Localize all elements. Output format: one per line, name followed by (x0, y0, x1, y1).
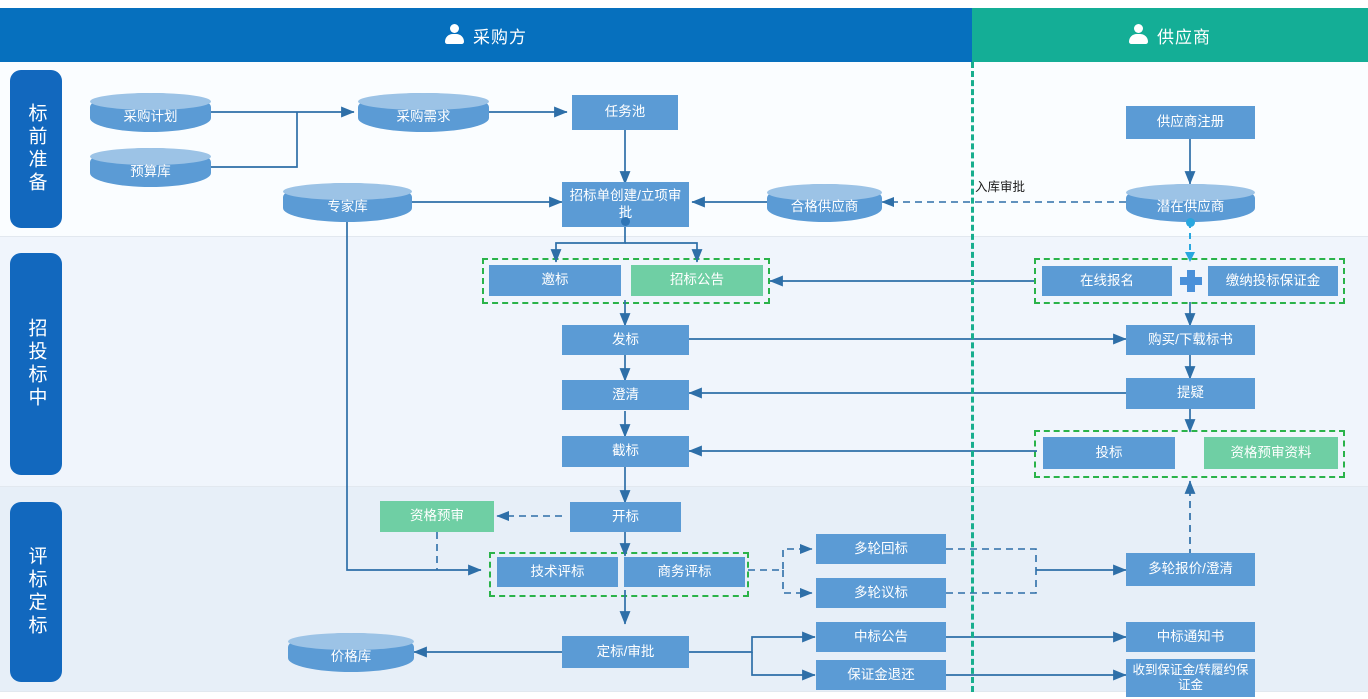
swimlane-divider (971, 62, 974, 692)
node-label: 采购需求 (396, 108, 451, 124)
band-divider-1 (0, 236, 1368, 237)
node-task-pool[interactable]: 任务池 (572, 95, 678, 130)
lane-title-supplier: 供应商 (1157, 27, 1211, 47)
lane-title-buyer: 采购方 (473, 27, 527, 47)
node-label: 投标 (1095, 444, 1123, 460)
node-label: 专家库 (327, 198, 368, 214)
node-qualified-supplier[interactable]: 合格供应商 (767, 184, 882, 222)
node-award-letter[interactable]: 中标通知书 (1126, 622, 1255, 652)
person-icon (445, 24, 464, 46)
node-label: 采购计划 (123, 108, 178, 124)
node-potential-supplier[interactable]: 潜在供应商 (1126, 184, 1255, 222)
node-label: 开标 (612, 508, 639, 524)
node-issue-bid[interactable]: 发标 (562, 325, 689, 355)
node-label: 定标/审批 (596, 643, 655, 659)
node-label: 购买/下载标书 (1148, 331, 1233, 347)
node-expert-db[interactable]: 专家库 (283, 183, 412, 222)
node-price-db[interactable]: 价格库 (288, 633, 414, 672)
node-award-approval[interactable]: 定标/审批 (562, 636, 689, 668)
stage-label-bidding: 招投标中 (10, 253, 62, 475)
node-label: 潜在供应商 (1156, 199, 1225, 214)
node-tender-notice[interactable]: 招标公告 (631, 265, 763, 296)
node-label: 截标 (612, 443, 639, 459)
node-label: 提疑 (1177, 385, 1204, 401)
node-budget-db[interactable]: 预算库 (90, 148, 211, 187)
node-label: 价格库 (330, 648, 372, 664)
node-label: 资格预审资料 (1230, 444, 1312, 460)
node-submit-bid[interactable]: 投标 (1043, 437, 1175, 469)
node-tech-eval[interactable]: 技术评标 (497, 557, 618, 587)
node-label: 招标单创建/立项审批 (569, 188, 682, 220)
stage-label-pre-bid: 标前准备 (10, 70, 62, 228)
node-prequalification[interactable]: 资格预审 (380, 501, 494, 532)
node-label: 任务池 (604, 104, 646, 120)
node-prequal-docs[interactable]: 资格预审资料 (1204, 437, 1338, 469)
junction-dot-tender (621, 217, 630, 226)
plus-icon (1180, 270, 1202, 292)
person-icon (1129, 24, 1148, 46)
node-purchase-demand[interactable]: 采购需求 (358, 93, 489, 132)
node-deposit-received[interactable]: 收到保证金/转履约保证金 (1126, 659, 1255, 697)
node-business-eval[interactable]: 商务评标 (624, 557, 745, 587)
node-label: 招标公告 (670, 272, 724, 288)
node-multi-round-negotiate[interactable]: 多轮议标 (816, 578, 946, 608)
node-clarify[interactable]: 澄清 (562, 380, 689, 410)
node-label: 中标通知书 (1156, 628, 1225, 644)
node-label: 多轮回标 (854, 540, 908, 556)
lane-header-supplier: 供应商 (972, 8, 1368, 62)
node-label: 收到保证金/转履约保证金 (1132, 662, 1249, 692)
node-invite-bid[interactable]: 邀标 (489, 265, 621, 296)
node-label: 保证金退还 (847, 666, 915, 682)
node-award-notice[interactable]: 中标公告 (816, 622, 946, 652)
node-label: 多轮议标 (854, 584, 908, 600)
junction-dot-supplier (1186, 218, 1195, 227)
group-evaluation (489, 552, 749, 597)
node-label: 供应商注册 (1156, 114, 1225, 130)
node-supplier-register[interactable]: 供应商注册 (1126, 106, 1255, 139)
node-label: 预算库 (130, 163, 171, 179)
node-label: 多轮报价/澄清 (1148, 561, 1233, 577)
band-divider-3 (0, 691, 1368, 692)
lane-header-buyer: 采购方 (0, 8, 972, 62)
node-label: 澄清 (612, 386, 639, 402)
node-label: 技术评标 (530, 563, 585, 579)
node-label: 合格供应商 (790, 199, 859, 214)
node-deposit-refund[interactable]: 保证金退还 (816, 660, 946, 690)
node-query[interactable]: 提疑 (1126, 378, 1255, 409)
band-divider-2 (0, 486, 1368, 487)
node-buy-download-doc[interactable]: 购买/下载标书 (1126, 325, 1255, 355)
node-label: 缴纳投标保证金 (1225, 272, 1321, 288)
node-pay-deposit[interactable]: 缴纳投标保证金 (1208, 266, 1338, 296)
node-open-bid[interactable]: 开标 (570, 502, 681, 532)
node-online-signup[interactable]: 在线报名 (1042, 266, 1172, 296)
node-label: 资格预审 (410, 508, 464, 524)
node-label: 在线报名 (1080, 272, 1134, 288)
node-label: 邀标 (541, 272, 569, 288)
node-label: 中标公告 (854, 628, 908, 644)
node-close-bid[interactable]: 截标 (562, 436, 689, 467)
edge-label-warehouse-approval: 入库审批 (975, 180, 1026, 194)
node-purchase-plan[interactable]: 采购计划 (90, 93, 211, 132)
node-label: 商务评标 (657, 563, 712, 579)
node-label: 发标 (612, 331, 639, 347)
stage-label-evaluation: 评标定标 (10, 502, 62, 682)
node-multi-round-quote[interactable]: 多轮报价/澄清 (1126, 553, 1255, 586)
node-multi-round-return[interactable]: 多轮回标 (816, 534, 946, 564)
